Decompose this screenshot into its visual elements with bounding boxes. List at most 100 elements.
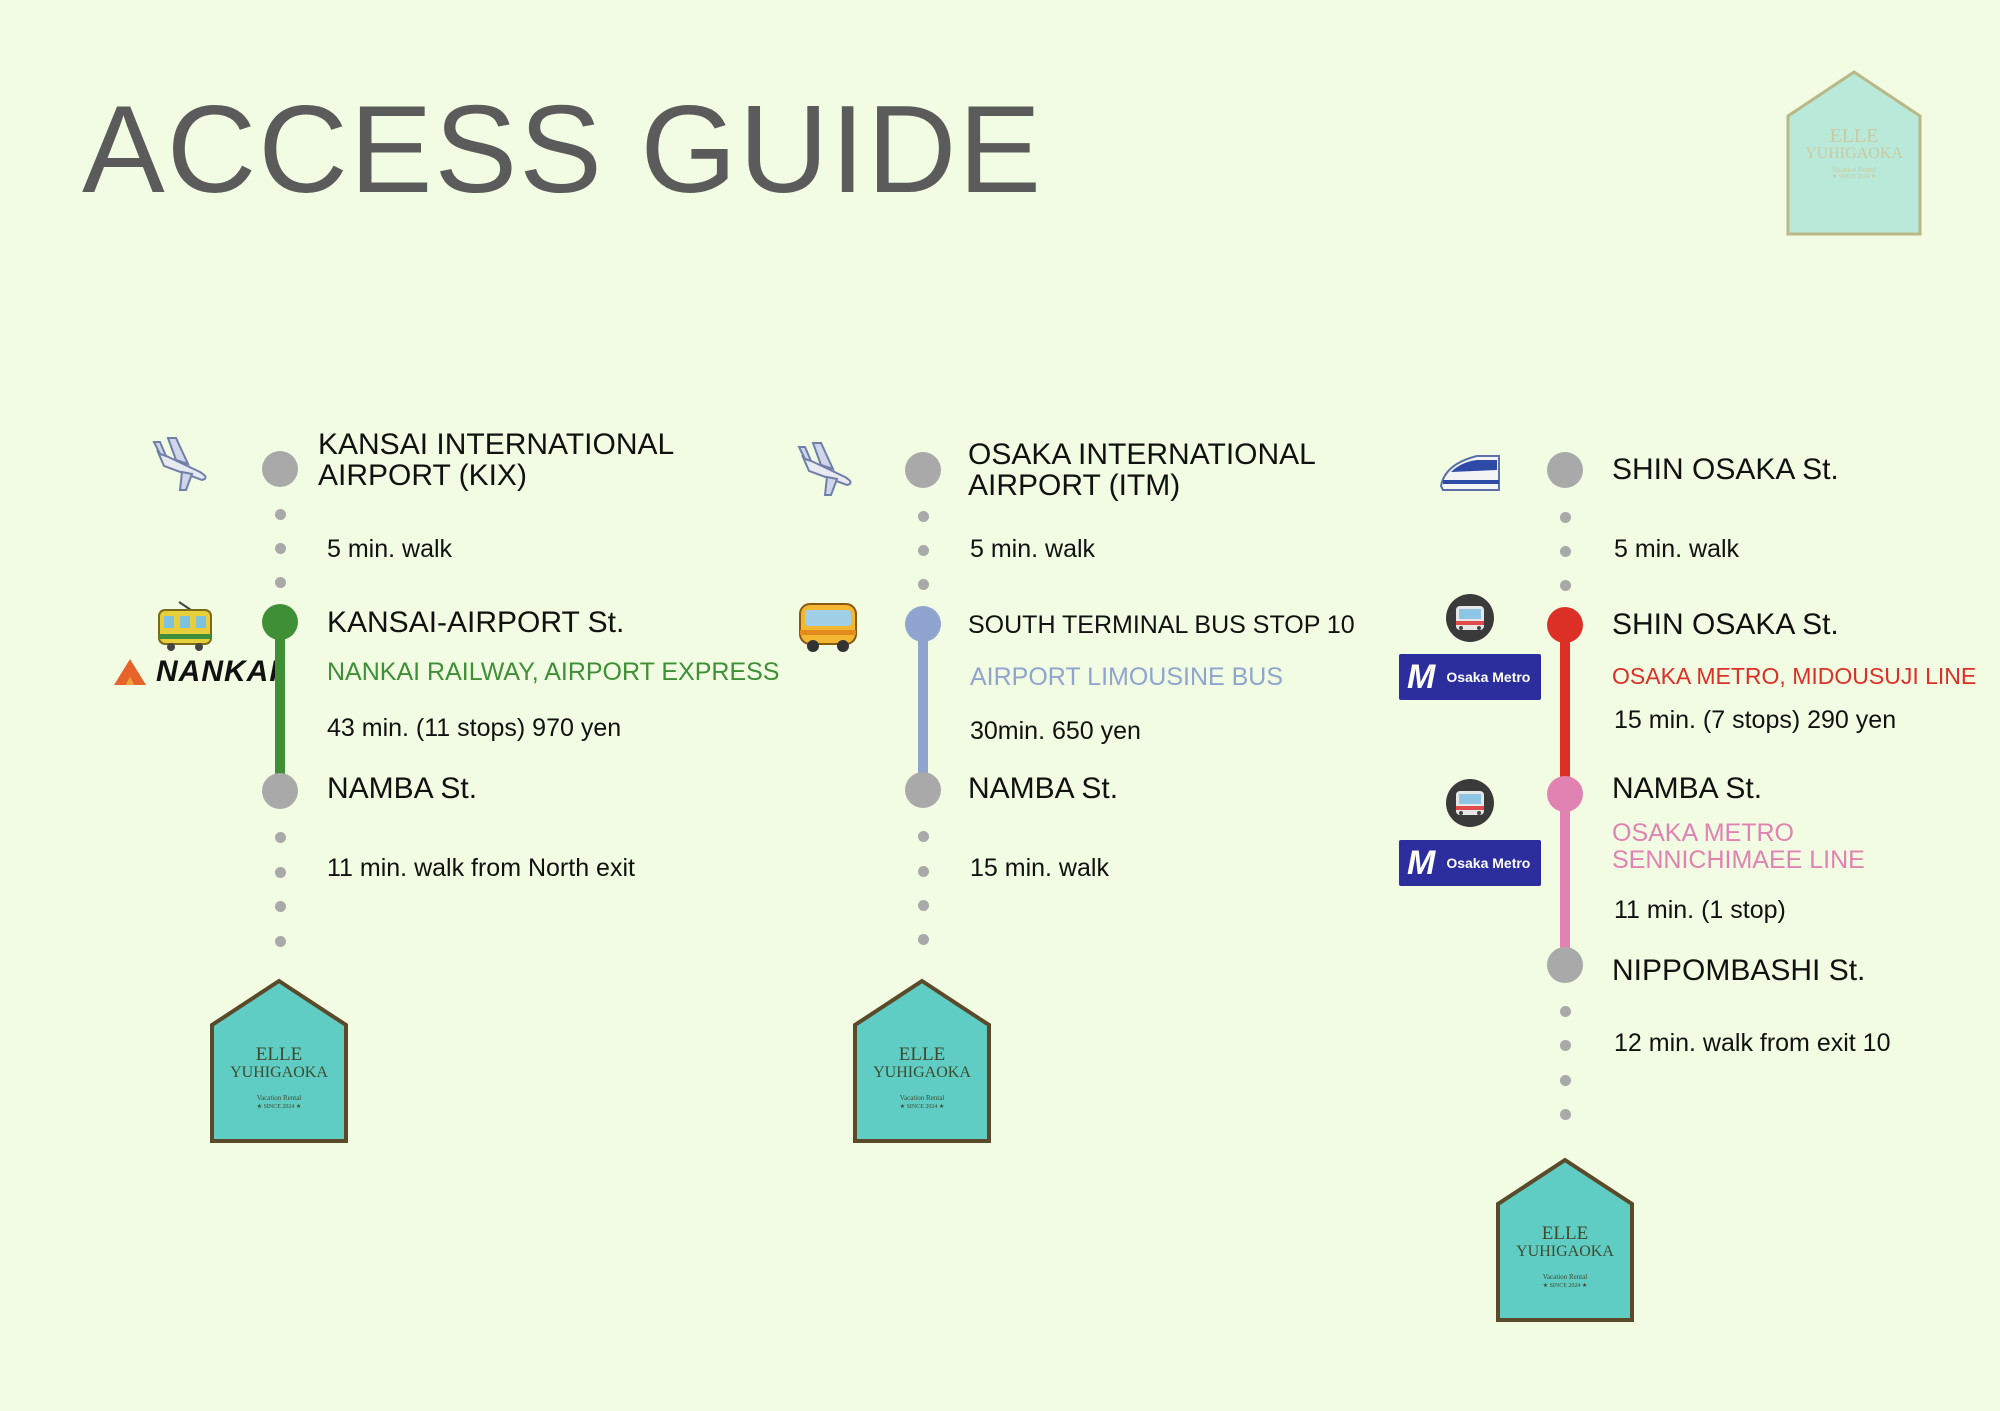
- brand-line-4: ★ SINCE 2024 ★: [899, 1103, 945, 1110]
- stop-node: [1547, 607, 1583, 643]
- walk-dot: [918, 831, 929, 842]
- sennichimae-line-segment: [1560, 793, 1570, 963]
- midosuji-line-segment: [1560, 624, 1570, 794]
- brand-logo: ELLE YUHIGAOKA Vacation Rental ★ SINCE 2…: [1786, 70, 1922, 236]
- walk-dot: [918, 866, 929, 877]
- stop-name-line-2: AIRPORT (ITM): [968, 469, 1181, 502]
- brand-line-3: Vacation Rental: [1831, 166, 1877, 175]
- brand-line-2: YUHIGAOKA: [873, 1064, 971, 1082]
- brand-line-4: ★ SINCE 2024 ★: [1542, 1282, 1588, 1289]
- rail-line-segment: [275, 620, 285, 780]
- line-name: OSAKA METRO, MIDOUSUJI LINE: [1612, 663, 1977, 689]
- walk-time: 5 min. walk: [1614, 535, 1740, 563]
- bus-icon: [797, 600, 859, 654]
- stop-node: [262, 451, 298, 487]
- destination-house: ELLE YUHIGAOKA Vacation Rental ★ SINCE 2…: [1496, 1157, 1634, 1323]
- destination-house: ELLE YUHIGAOKA Vacation Rental ★ SINCE 2…: [210, 978, 348, 1144]
- walk-dot: [918, 900, 929, 911]
- stop-name: SOUTH TERMINAL BUS STOP 10: [968, 611, 1355, 639]
- stop-node: [905, 772, 941, 808]
- airplane-icon: [150, 432, 220, 492]
- osaka-metro-logo: M Osaka Metro: [1399, 840, 1541, 886]
- stop-name: NAMBA St.: [1612, 772, 1763, 805]
- stop-node: [905, 606, 941, 642]
- walk-dot: [1560, 1075, 1571, 1086]
- nankai-mark-icon: [114, 659, 146, 685]
- walk-dot: [918, 579, 929, 590]
- ride-info: 11 min. (1 stop): [1614, 896, 1786, 924]
- stop-name: NAMBA St.: [327, 772, 478, 805]
- walk-dot: [1560, 1006, 1571, 1017]
- bullet-train-icon: [1437, 446, 1503, 496]
- stop-name: NIPPOMBASHI St.: [1612, 954, 1866, 987]
- walk-dot: [1560, 580, 1571, 591]
- stop-name-line-1: KANSAI INTERNATIONAL: [318, 428, 675, 461]
- stop-name-line-1: OSAKA INTERNATIONAL: [968, 438, 1316, 471]
- nankai-wordmark: NANKAI: [156, 655, 279, 688]
- house-shape: [1786, 70, 1922, 236]
- walk-time: 12 min. walk from exit 10: [1614, 1029, 1891, 1057]
- walk-dot: [275, 509, 286, 520]
- stop-name: NAMBA St.: [968, 772, 1119, 805]
- metro-train-icon: [1440, 592, 1500, 644]
- brand-line-4: ★ SINCE 2024 ★: [1831, 173, 1877, 180]
- walk-dot: [275, 936, 286, 947]
- ride-info: 43 min. (11 stops) 970 yen: [327, 714, 622, 742]
- brand-line-2: YUHIGAOKA: [1516, 1243, 1614, 1261]
- stop-name-line-2: AIRPORT (KIX): [318, 459, 527, 492]
- airplane-icon: [795, 437, 865, 497]
- walk-time: 5 min. walk: [327, 535, 453, 563]
- stop-node: [905, 452, 941, 488]
- brand-line-4: ★ SINCE 2024 ★: [256, 1103, 302, 1110]
- brand-line-3: Vacation Rental: [256, 1094, 302, 1103]
- walk-dot: [1560, 1109, 1571, 1120]
- stop-node: [262, 604, 298, 640]
- stop-node: [1547, 452, 1583, 488]
- stop-node: [1547, 947, 1583, 983]
- walk-dot: [1560, 546, 1571, 557]
- brand-line-3: Vacation Rental: [899, 1094, 945, 1103]
- walk-dot: [275, 543, 286, 554]
- walk-dot: [1560, 1040, 1571, 1051]
- brand-line-3: Vacation Rental: [1542, 1273, 1588, 1282]
- tram-icon: [155, 600, 215, 652]
- metro-m-icon: M: [1407, 843, 1435, 882]
- line-name: AIRPORT LIMOUSINE BUS: [970, 663, 1284, 691]
- destination-house: ELLE YUHIGAOKA Vacation Rental ★ SINCE 2…: [853, 978, 991, 1144]
- stop-name: KANSAI-AIRPORT St.: [327, 606, 625, 639]
- stop-name: SHIN OSAKA St.: [1612, 608, 1839, 641]
- line-name-line-2: SENNICHIMAEE LINE: [1612, 846, 1865, 874]
- walk-dot: [918, 934, 929, 945]
- walk-time: 5 min. walk: [970, 535, 1096, 563]
- walk-time: 15 min. walk: [970, 854, 1109, 882]
- line-name-line-1: OSAKA METRO: [1612, 819, 1794, 847]
- walk-dot: [1560, 512, 1571, 523]
- bus-line-segment: [918, 622, 928, 782]
- metro-m-icon: M: [1407, 657, 1435, 696]
- brand-line-2: YUHIGAOKA: [1805, 144, 1903, 162]
- line-name: NANKAI RAILWAY, AIRPORT EXPRESS: [327, 658, 780, 686]
- nankai-logo: NANKAI: [112, 655, 279, 689]
- stop-node: [1547, 776, 1583, 812]
- brand-line-1: ELLE: [255, 1044, 303, 1066]
- walk-dot: [275, 577, 286, 588]
- stop-node: [262, 773, 298, 809]
- metro-wordmark: Osaka Metro: [1446, 855, 1531, 871]
- walk-time: 11 min. walk from North exit: [327, 854, 635, 882]
- osaka-metro-logo: M Osaka Metro: [1399, 654, 1541, 700]
- house-shape: [1496, 1157, 1634, 1322]
- brand-line-1: ELLE: [1541, 1223, 1589, 1245]
- brand-line-1: ELLE: [1829, 124, 1879, 147]
- walk-dot: [918, 511, 929, 522]
- walk-dot: [275, 901, 286, 912]
- walk-dot: [275, 832, 286, 843]
- brand-line-1: ELLE: [898, 1044, 946, 1066]
- metro-wordmark: Osaka Metro: [1446, 669, 1531, 685]
- brand-line-2: YUHIGAOKA: [230, 1064, 328, 1082]
- walk-dot: [918, 545, 929, 556]
- house-shape: [853, 978, 991, 1143]
- ride-info: 15 min. (7 stops) 290 yen: [1614, 706, 1897, 734]
- walk-dot: [275, 867, 286, 878]
